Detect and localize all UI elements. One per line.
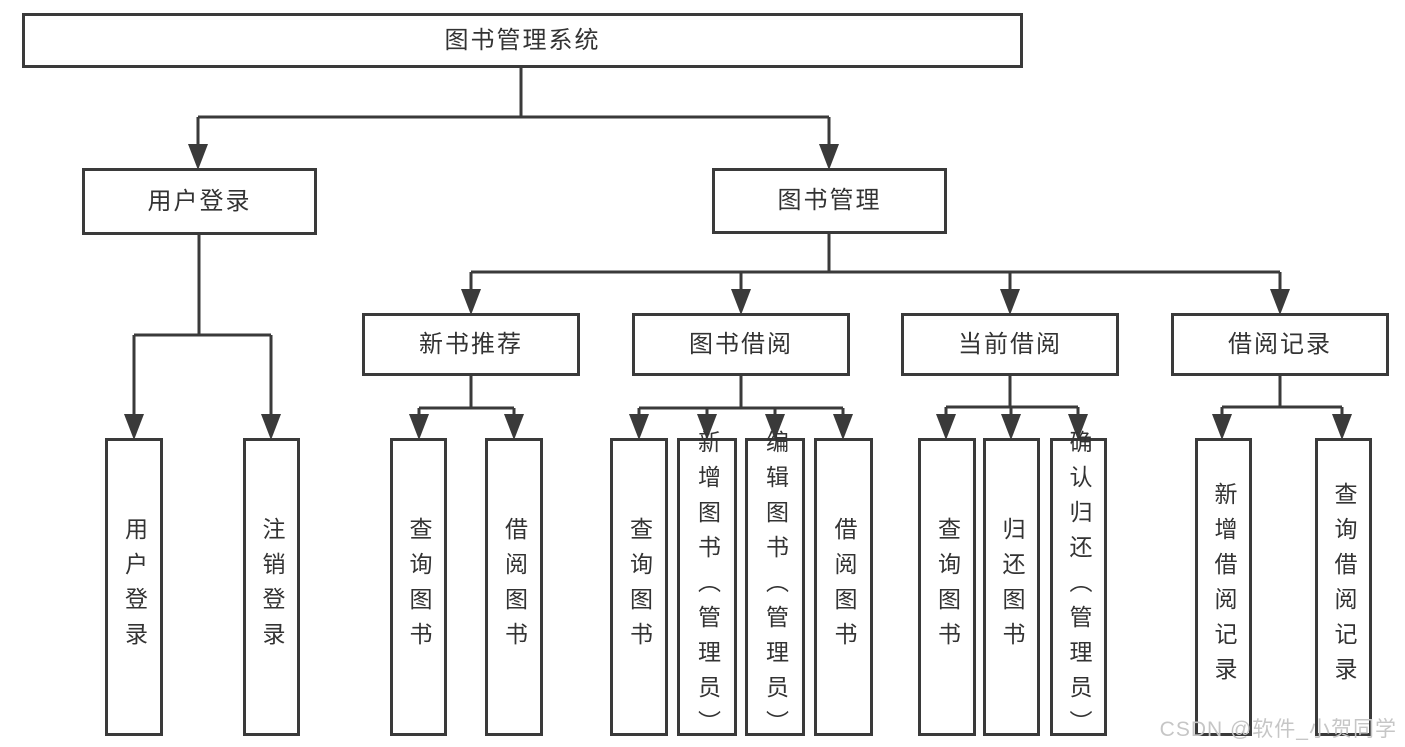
leaf-borrow-query-books-label: 查询图书 — [626, 517, 653, 657]
node-current-borrow: 当前借阅 — [901, 313, 1119, 376]
node-book-management-label: 图书管理 — [777, 187, 882, 214]
connector-new-book-recommend-to-leaves — [409, 376, 524, 440]
leaf-edit-books-admin: 编辑图书（管理员） — [745, 430, 805, 745]
leaf-logout-label: 注销登录 — [259, 517, 285, 657]
leaf-add-books-admin-label: 新增图书（管理员） — [694, 429, 721, 745]
leaf-borrow-borrow-books: 借阅图书 — [814, 438, 873, 736]
leaf-add-borrow-record-label: 新增借阅记录 — [1211, 482, 1237, 692]
connector-borrow-record-to-leaves — [1212, 376, 1352, 440]
leaf-query-borrow-record: 查询借阅记录 — [1315, 438, 1372, 736]
node-book-borrow: 图书借阅 — [632, 313, 850, 376]
connector-user-login-to-leaves — [124, 235, 281, 440]
connector-book-management-to-level3 — [461, 234, 1290, 315]
leaf-return-books-label: 归还图书 — [999, 517, 1025, 657]
leaf-query-borrow-record-label: 查询借阅记录 — [1331, 482, 1357, 692]
node-book-borrow-label: 图书借阅 — [689, 330, 793, 358]
leaf-borrow-query-books: 查询图书 — [610, 438, 668, 736]
node-current-borrow-label: 当前借阅 — [958, 330, 1062, 358]
leaf-recommend-query-books-label: 查询图书 — [406, 517, 432, 657]
leaf-current-query-books-label: 查询图书 — [934, 517, 961, 657]
leaf-user-login-label: 用户登录 — [121, 517, 148, 657]
connector-book-borrow-to-leaves — [629, 376, 853, 440]
node-new-book-recommend: 新书推荐 — [362, 313, 580, 376]
connector-current-borrow-to-leaves — [936, 376, 1088, 440]
leaf-confirm-return-admin-label: 确认归还（管理员） — [1066, 429, 1092, 745]
node-new-book-recommend-label: 新书推荐 — [419, 330, 523, 358]
leaf-edit-books-admin-label: 编辑图书（管理员） — [762, 429, 789, 745]
node-root-label: 图书管理系统 — [444, 26, 601, 54]
leaf-borrow-borrow-books-label: 借阅图书 — [831, 517, 857, 657]
node-user-login: 用户登录 — [82, 168, 317, 235]
leaf-recommend-query-books: 查询图书 — [390, 438, 447, 736]
node-borrow-record-label: 借阅记录 — [1228, 330, 1332, 358]
connector-root-to-level2 — [188, 68, 839, 170]
leaf-logout: 注销登录 — [243, 438, 300, 736]
leaf-recommend-borrow-books-label: 借阅图书 — [501, 517, 528, 657]
node-borrow-record: 借阅记录 — [1171, 313, 1389, 376]
leaf-user-login: 用户登录 — [105, 438, 163, 736]
node-root: 图书管理系统 — [22, 13, 1023, 68]
csdn-watermark: CSDN @软件_小贺同学 — [1159, 718, 1397, 741]
node-user-login-label: 用户登录 — [147, 187, 252, 215]
leaf-add-borrow-record: 新增借阅记录 — [1195, 438, 1252, 736]
leaf-current-query-books: 查询图书 — [918, 438, 976, 736]
node-book-management: 图书管理 — [712, 168, 947, 234]
leaf-recommend-borrow-books: 借阅图书 — [485, 438, 543, 736]
leaf-confirm-return-admin: 确认归还（管理员） — [1050, 430, 1107, 745]
leaf-add-books-admin: 新增图书（管理员） — [677, 430, 737, 745]
leaf-return-books: 归还图书 — [983, 438, 1040, 736]
